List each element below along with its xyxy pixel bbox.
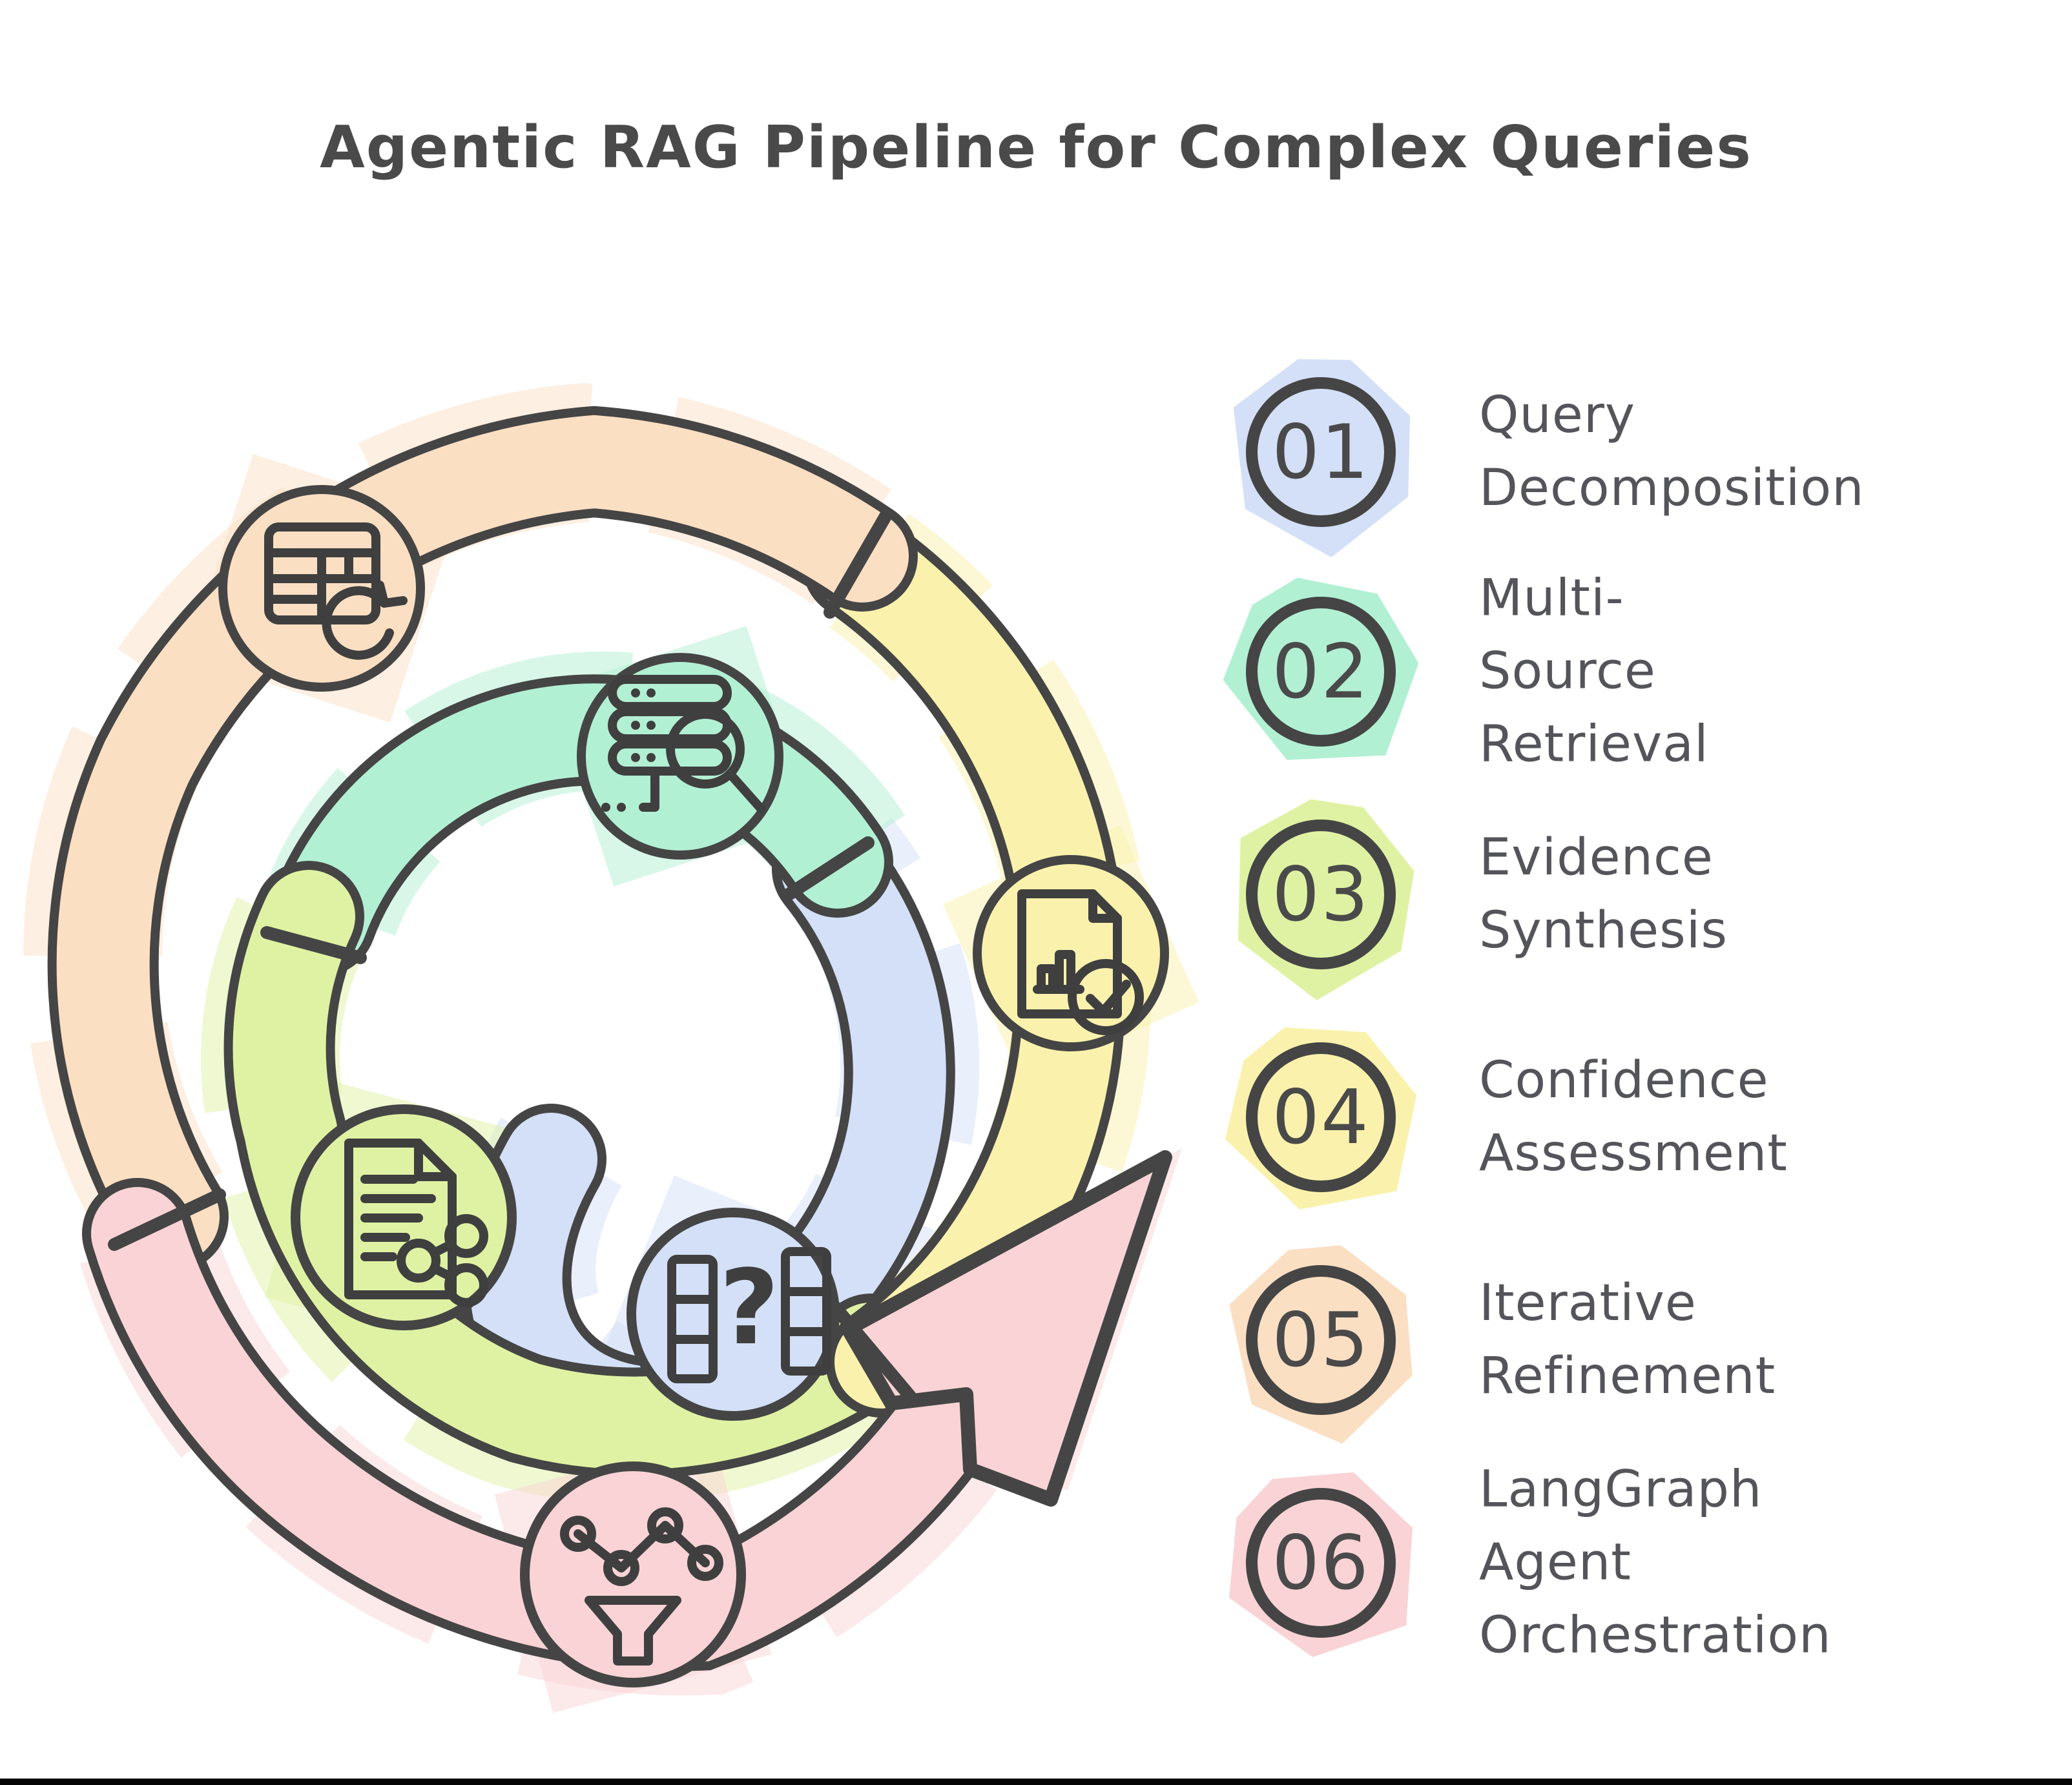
segment-03-evidence-synthesis bbox=[223, 861, 926, 1479]
legend-number: 06 bbox=[1272, 1519, 1370, 1607]
segment-02-multi-source-retrieval bbox=[265, 674, 893, 976]
legend-number: 01 bbox=[1272, 408, 1370, 496]
legend-number: 04 bbox=[1272, 1073, 1370, 1161]
segment-dividers bbox=[108, 508, 917, 1403]
graph-funnel-icon bbox=[560, 1507, 723, 1666]
table-refresh-icon bbox=[264, 522, 408, 660]
spiral-texture bbox=[23, 383, 1199, 1713]
step-nodes bbox=[218, 485, 1169, 1687]
segment-04-confidence-assessment bbox=[802, 509, 1127, 1418]
bottom-border bbox=[0, 1779, 2072, 1785]
segment-05-iterative-refinement bbox=[47, 406, 918, 1272]
document-share-icon bbox=[344, 1139, 488, 1307]
question-glyph: ? bbox=[720, 1247, 780, 1368]
legend-number: 02 bbox=[1272, 628, 1370, 716]
segment-01-query-decomposition bbox=[460, 814, 955, 1469]
legend-number: 05 bbox=[1272, 1296, 1370, 1384]
flow-arrow bbox=[841, 1150, 1172, 1507]
server-search-icon bbox=[601, 675, 765, 813]
question-columns-icon: ? bbox=[667, 1247, 831, 1383]
segment-06-langgraph-orchestration bbox=[82, 1150, 1172, 1671]
legend-number: 03 bbox=[1272, 851, 1370, 938]
page-title: Agentic RAG Pipeline for Complex Queries bbox=[320, 114, 1752, 181]
legend-label: Query Decomposition bbox=[1479, 386, 1865, 517]
document-check-icon bbox=[1017, 889, 1144, 1035]
legend-label: Evidence Synthesis bbox=[1479, 828, 1728, 960]
legend-label: Iterative Refinement bbox=[1479, 1274, 1776, 1405]
